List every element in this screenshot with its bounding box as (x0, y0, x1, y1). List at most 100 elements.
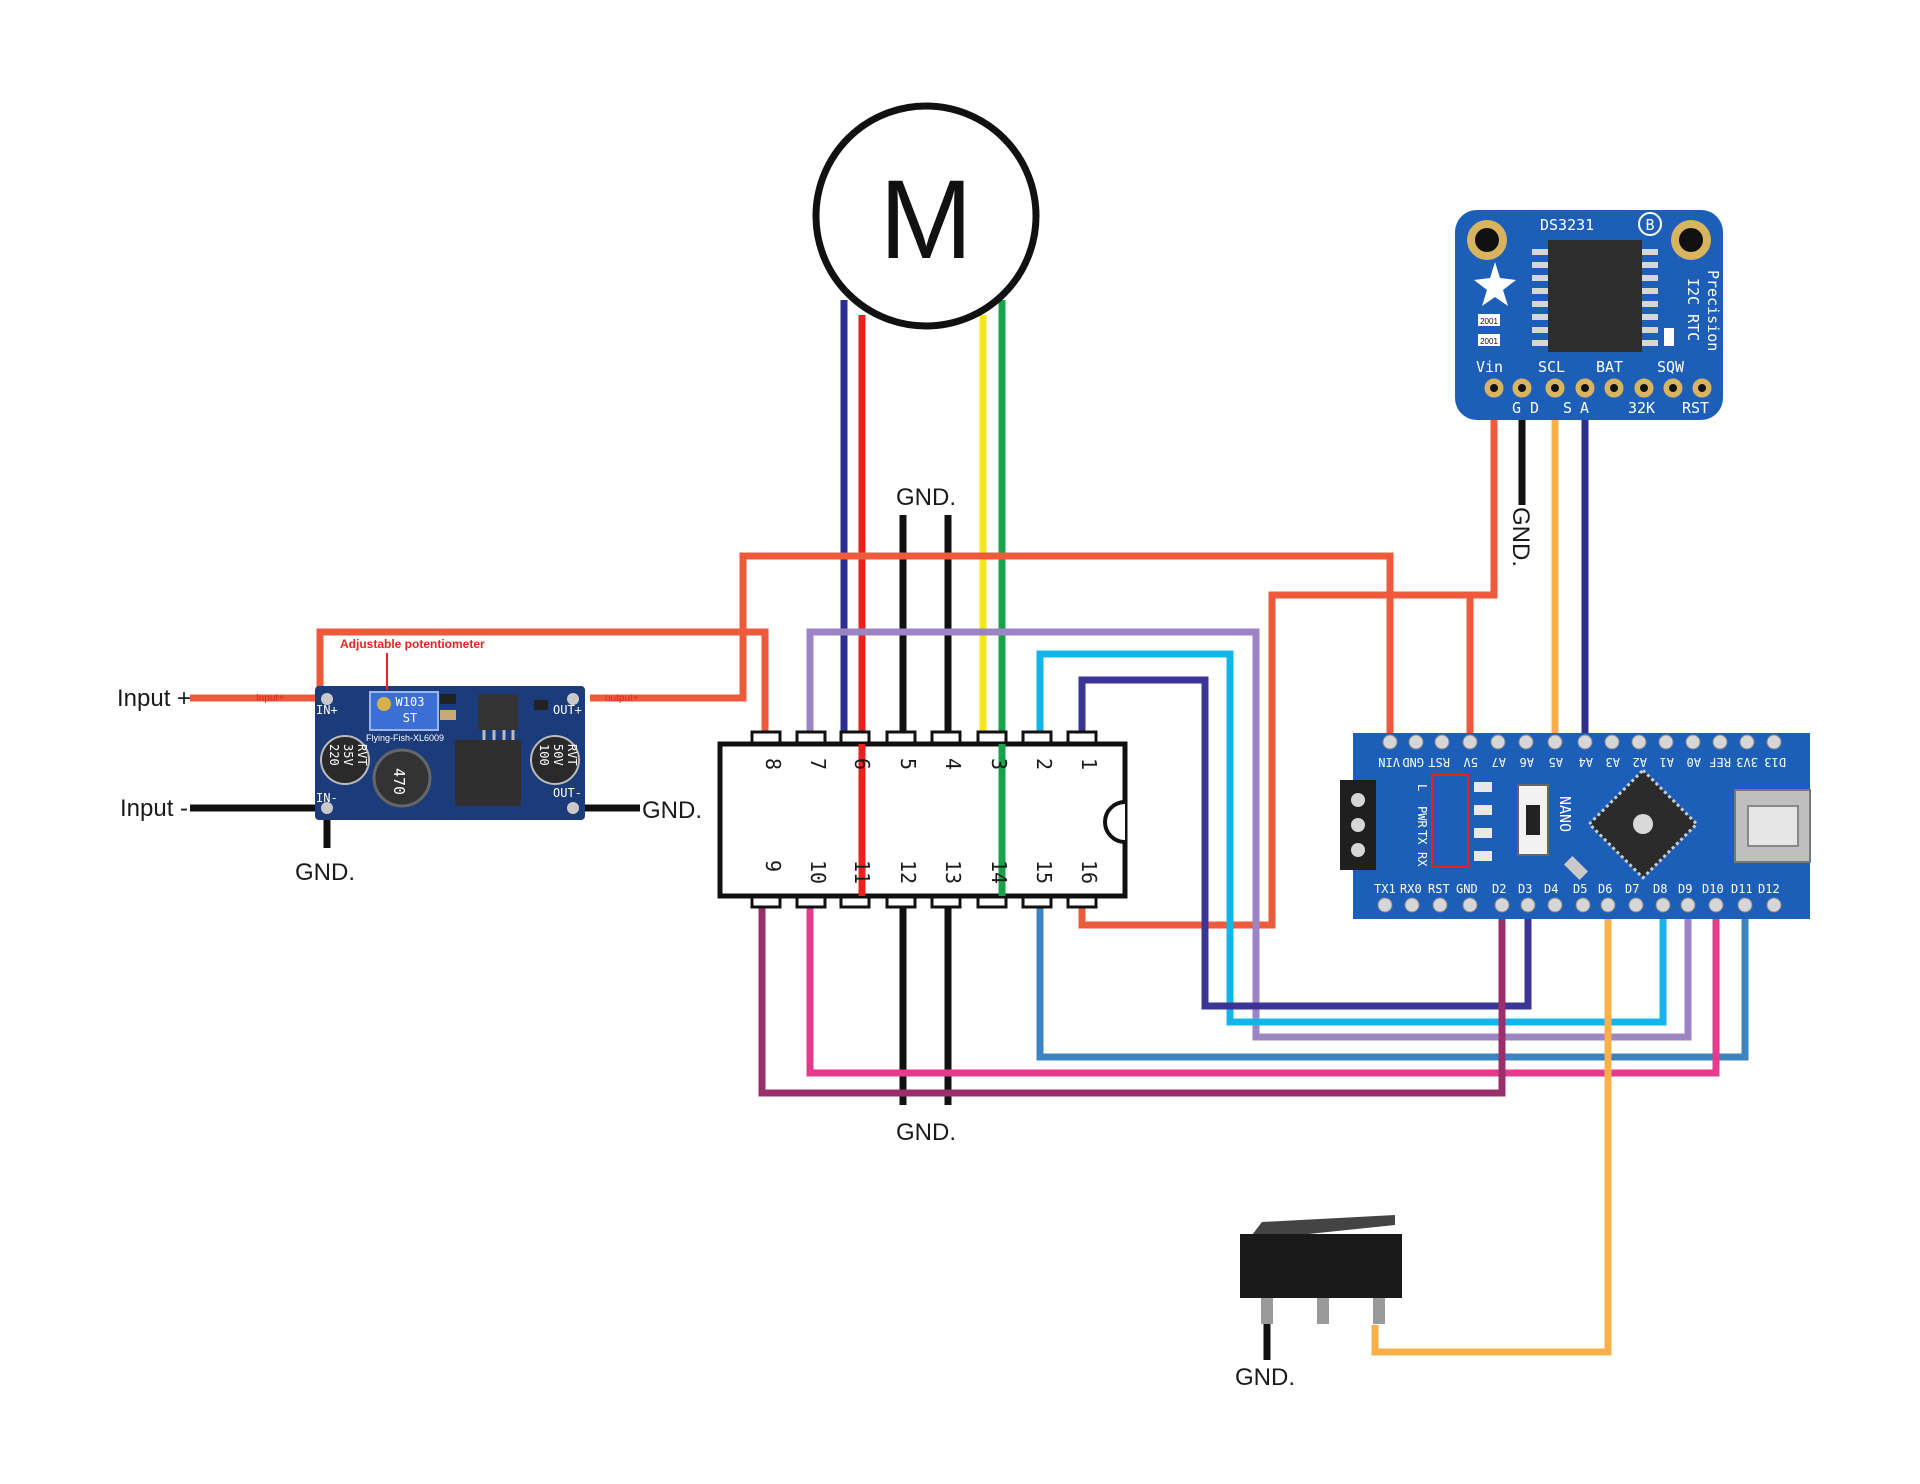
buck-cap-left-l3: RVT (355, 744, 369, 766)
ic-pin-16: 16 (1077, 860, 1101, 884)
label-gnd-buck-bottom: GND. (295, 859, 355, 886)
buck-in-minus: IN- (316, 791, 338, 805)
wire-pin1-indigo (1078, 676, 1532, 1010)
ic-pin-5: 5 (896, 758, 920, 770)
nano-pin-d2: D2 (1492, 882, 1506, 896)
nano-pin-d7: D7 (1625, 882, 1639, 896)
buck-converter: W103 ST Flying-Fish-XL6009 220 35V RVT 1… (256, 637, 639, 820)
nano-pin-vin: VIN (1378, 755, 1400, 769)
nano-top-labels: VIN GND RST 5V A7 A6 A5 A4 A3 A2 A1 A0 R… (1378, 755, 1786, 769)
switch-body (1240, 1234, 1402, 1298)
nano-pin-tx1: TX1 (1374, 882, 1396, 896)
buck-pot-code: W103 (396, 695, 425, 709)
ic-pin-7: 7 (806, 758, 830, 770)
switch-pin-right (1373, 1298, 1385, 1324)
nano-pin-rx0: RX0 (1400, 882, 1422, 896)
nano-pin-d13: D13 (1764, 755, 1786, 769)
nano-led-pwr: PWR (1415, 806, 1429, 828)
buck-out-minus: OUT- (553, 786, 582, 800)
nano-pin-d9: D9 (1678, 882, 1692, 896)
nano-pin-d5: D5 (1573, 882, 1587, 896)
buck-in-plus: IN+ (316, 703, 338, 717)
wire-pin9-plum (758, 900, 1506, 1097)
nano-led-block (1431, 774, 1469, 868)
nano-pcb (1353, 733, 1810, 919)
ic-pin-2: 2 (1032, 758, 1056, 770)
nano-pin-gnd-bottom: GND (1456, 882, 1478, 896)
buck-cap-right-l3: RVT (565, 744, 579, 766)
wire-buck-output (590, 552, 1394, 742)
label-gnd-top: GND. (896, 484, 956, 511)
rtc-badge: B (1645, 216, 1654, 234)
nano-pin-rst-bottom: RST (1428, 882, 1450, 896)
nano-pin-a6: A6 (1520, 755, 1534, 769)
rtc-pin-32k: 32K (1628, 399, 1655, 417)
nano-led-l: L (1415, 784, 1429, 791)
motor-body (812, 102, 1040, 330)
ic-pin-3: 3 (987, 758, 1011, 770)
label-gnd-bottom: GND. (896, 1119, 956, 1146)
buck-regulator (455, 740, 521, 806)
nano-name: NANO (1556, 796, 1574, 832)
rtc-pin-rst: RST (1682, 399, 1709, 417)
nano-pin-a3: A3 (1606, 755, 1620, 769)
rtc-pin-sqw: SQW (1657, 358, 1685, 376)
nano-pin-a5: A5 (1549, 755, 1563, 769)
switch-pin-middle (1317, 1298, 1329, 1324)
labels: Input + Input - GND. GND. GND. GND. GND.… (117, 484, 1534, 1391)
arduino-nano: VIN GND RST 5V A7 A6 A5 A4 A3 A2 A1 A0 R… (1340, 733, 1811, 919)
rtc-module: DS3231 B Precision I2C RTC 2001 (1455, 210, 1723, 420)
label-input-minus: Input - (120, 795, 188, 822)
nano-pin-5v: 5V (1464, 755, 1478, 769)
rtc-pin-a: A (1580, 399, 1589, 417)
buck-cap-right-l1: 100 (537, 744, 551, 766)
rtc-subtitle2: I2C RTC (1684, 278, 1702, 341)
nano-pin-a0: A0 (1687, 755, 1701, 769)
buck-inductor-label: 470 (390, 768, 408, 795)
nano-top-header (1382, 734, 1782, 750)
ic-pin-12: 12 (896, 860, 920, 884)
motor-label: M (879, 157, 972, 282)
ic-pin-11: 11 (850, 860, 874, 884)
rtc-chip-mark-2: 2001 (1480, 337, 1498, 346)
rtc-pin-s: S (1563, 399, 1572, 417)
limit-switch (1240, 1215, 1402, 1360)
label-gnd-switch: GND. (1235, 1364, 1295, 1391)
buck-cap-left-l1: 220 (327, 744, 341, 766)
rtc-chip (1548, 240, 1642, 352)
ic-chip: 8 7 6 5 4 3 2 1 9 10 11 12 13 14 15 16 (717, 730, 1128, 909)
wires (190, 300, 1749, 1356)
ic-pin-15: 15 (1032, 860, 1056, 884)
ic-pin-1: 1 (1077, 758, 1101, 770)
ic-pin-4: 4 (941, 758, 965, 770)
ic-pin-8: 8 (761, 758, 785, 770)
rtc-pin-vin: Vin (1476, 358, 1503, 376)
nano-bottom-labels: TX1 RX0 RST GND D2 D3 D4 D5 D6 D7 D8 D9 … (1374, 882, 1780, 896)
rtc-pin-d: D (1530, 399, 1539, 417)
label-gnd-rtc: GND. (1507, 507, 1534, 567)
ic-notch (1103, 800, 1126, 844)
wire-buck-to-pin8 (316, 628, 769, 742)
ic-pin-13: 13 (941, 860, 965, 884)
ic-pin-labels: 8 7 6 5 4 3 2 1 9 10 11 12 13 14 15 16 (761, 758, 1101, 884)
rtc-pin-scl: SCL (1538, 358, 1565, 376)
buck-cap-right (530, 735, 580, 785)
wire-pin2-cyan (1036, 650, 1667, 1026)
rtc-flower-logo (1474, 262, 1516, 306)
wire-pin10-pink (806, 900, 1720, 1077)
rtc-title: DS3231 (1540, 216, 1594, 234)
ic-pin-6: 6 (850, 758, 874, 770)
buck-cap-right-l2: 50V (551, 744, 565, 766)
nano-pin-d12: D12 (1758, 882, 1780, 896)
buck-pot-annotation: Adjustable potentiometer (340, 637, 485, 651)
nano-pin-a1: A1 (1660, 755, 1674, 769)
wire-pin7-lavender (806, 628, 1692, 1041)
wire-pin15-steel (1036, 900, 1749, 1061)
nano-pin-a2: A2 (1633, 755, 1647, 769)
nano-pin-3v3: 3V3 (1736, 755, 1758, 769)
buck-inductor (372, 748, 432, 808)
ic-pin-10: 10 (806, 860, 830, 884)
buck-output-plus-annotation: output+ (605, 693, 639, 704)
nano-led-rx: RX (1415, 852, 1429, 867)
